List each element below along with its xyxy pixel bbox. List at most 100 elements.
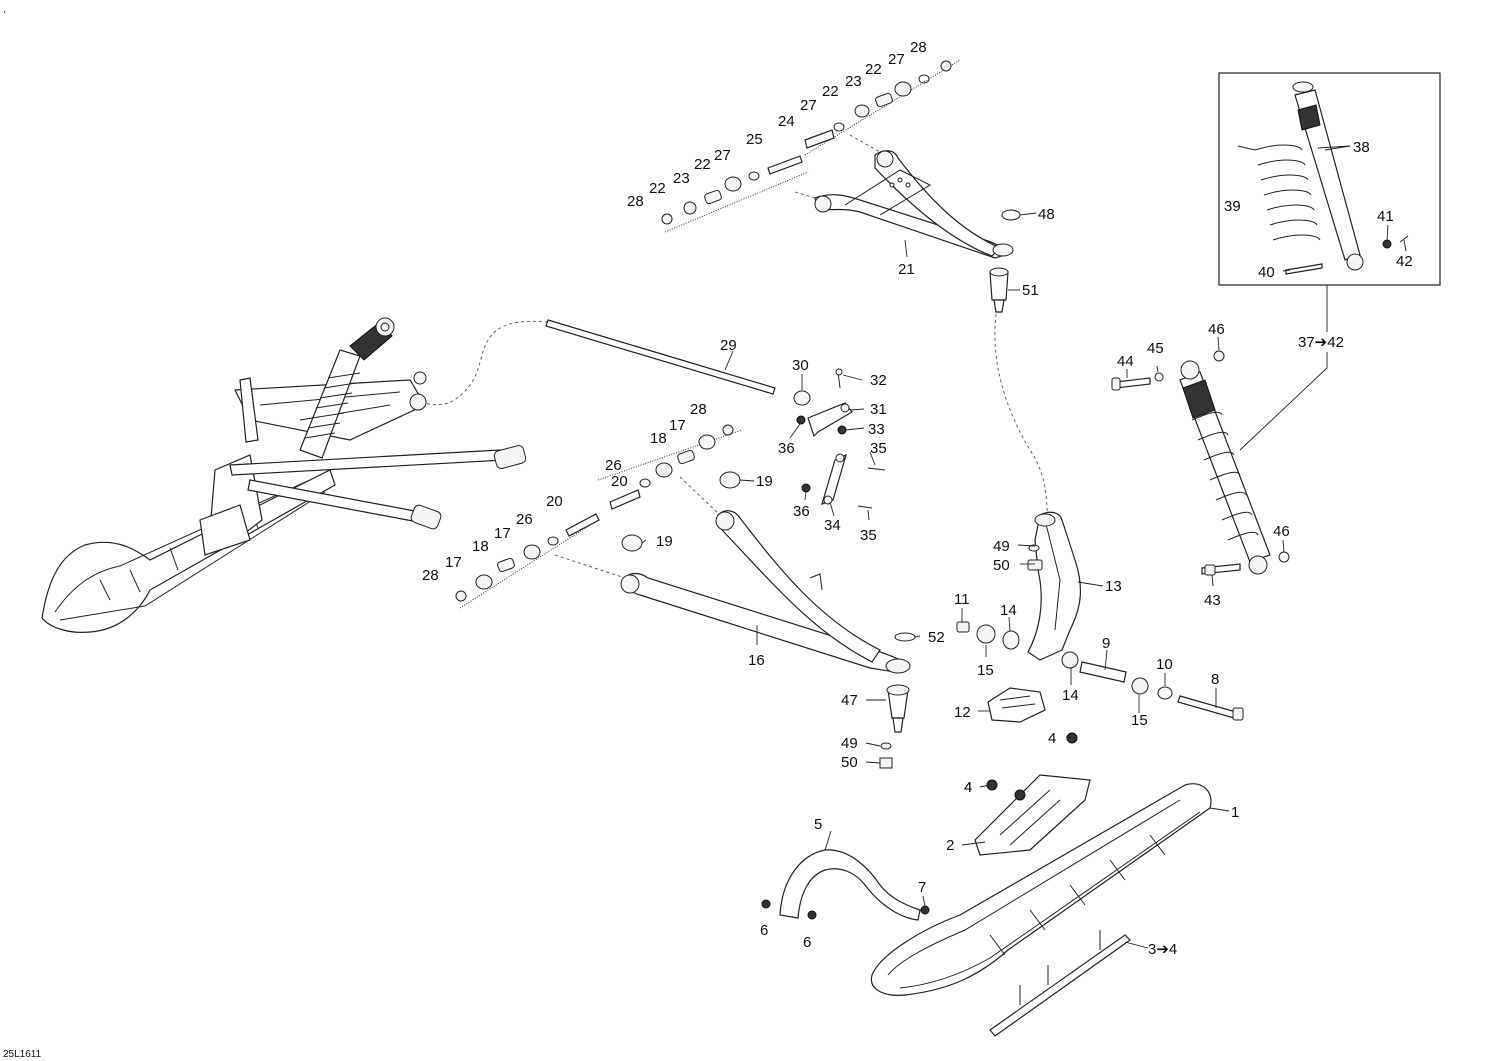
runner [989, 930, 1131, 1037]
lower-arm-hardware [455, 424, 743, 609]
lower-ball-joint [879, 684, 910, 769]
upper-ball-joint [989, 209, 1021, 313]
ski-bracket [974, 732, 1091, 856]
shock-detail-box [1218, 72, 1441, 286]
callout-38: 38 [1353, 139, 1370, 156]
callout-47: 47 [841, 692, 858, 709]
callout-31: 31 [870, 401, 887, 418]
callout-23-a: 23 [673, 170, 690, 187]
callout-1: 1 [1231, 804, 1239, 821]
callout-45: 45 [1147, 340, 1164, 357]
callout-32: 32 [870, 372, 887, 389]
callout-14-a: 14 [1000, 602, 1017, 619]
callout-50-a: 50 [993, 557, 1010, 574]
callout-17-a: 17 [445, 554, 462, 571]
callout-35-b: 35 [860, 527, 877, 544]
ski-handle [761, 849, 930, 921]
callout-52: 52 [928, 629, 945, 646]
callout-51: 51 [1022, 282, 1039, 299]
callout-labels: 1 2 3➔4 4 4 4 5 6 6 7 8 9 10 11 12 13 14… [422, 39, 1413, 958]
lower-a-arm [620, 510, 916, 674]
spindle [1027, 511, 1081, 661]
callout-3-4: 3➔4 [1148, 941, 1177, 958]
callout-30: 30 [792, 357, 809, 374]
callout-25: 25 [746, 131, 763, 148]
callout-48: 48 [1038, 206, 1055, 223]
callout-4-c: 4 [964, 779, 972, 796]
callout-27-a: 27 [714, 147, 731, 164]
callout-24: 24 [778, 113, 795, 130]
callout-28-c: 28 [422, 567, 439, 584]
upper-a-arm [814, 150, 1014, 259]
sway-bar-linkage [793, 368, 886, 509]
callout-11: 11 [954, 591, 970, 608]
callout-14-b: 14 [1062, 687, 1079, 704]
assembly-guides [419, 134, 1049, 579]
callout-6-a: 6 [760, 922, 768, 939]
callout-42: 42 [1396, 253, 1413, 270]
callout-9: 9 [1102, 635, 1110, 652]
corner-mark: , [3, 4, 6, 15]
leader-lines [641, 145, 1407, 949]
callout-37-42: 37➔42 [1298, 334, 1344, 351]
callout-10: 10 [1156, 656, 1173, 673]
shock-absorber [1111, 350, 1290, 576]
callout-26-a: 26 [516, 511, 533, 528]
callout-27-b: 27 [800, 97, 817, 114]
callout-19-a: 19 [756, 473, 773, 490]
callout-41: 41 [1377, 208, 1394, 225]
callout-36-b: 36 [793, 503, 810, 520]
callout-40: 40 [1258, 264, 1275, 281]
callout-15-a: 15 [977, 662, 994, 679]
callout-15-b: 15 [1131, 712, 1148, 729]
callout-5: 5 [814, 816, 822, 833]
callout-43: 43 [1204, 592, 1221, 609]
drawing-code: 25L1611 [3, 1049, 42, 1060]
callout-22-d: 22 [865, 61, 882, 78]
callout-20-a: 20 [546, 493, 563, 510]
callout-33: 33 [868, 421, 885, 438]
callout-35-a: 35 [870, 440, 887, 457]
callout-44: 44 [1117, 353, 1134, 370]
callout-7: 7 [918, 879, 926, 896]
callout-20-b: 20 [611, 473, 628, 490]
callout-4-b: 4 [964, 779, 972, 796]
ski-bumper [987, 687, 1046, 723]
callout-2: 2 [946, 837, 954, 854]
callout-4-a: 4 [1048, 730, 1056, 747]
callout-17-b: 17 [494, 525, 511, 542]
upper-arm-hardware [661, 59, 961, 233]
callout-28-b: 28 [910, 39, 927, 56]
callout-21: 21 [898, 261, 915, 278]
callout-28-d: 28 [690, 401, 707, 418]
callout-19-b: 19 [656, 533, 673, 550]
callout-17-c: 17 [669, 417, 686, 434]
callout-39: 39 [1224, 198, 1241, 215]
callout-22-a: 22 [649, 180, 666, 197]
callout-23-b: 23 [845, 73, 862, 90]
callout-46-a: 46 [1208, 321, 1225, 338]
callout-27-c: 27 [888, 51, 905, 68]
callout-50-b: 50 [841, 754, 858, 771]
callout-6-b: 6 [803, 934, 811, 951]
assembled-suspension [41, 317, 527, 633]
callout-18-a: 18 [472, 538, 489, 555]
callout-12: 12 [954, 704, 971, 721]
callout-46-b: 46 [1273, 523, 1290, 540]
callout-28-a: 28 [627, 193, 644, 210]
spindle-hardware [956, 621, 1244, 721]
sway-bar [545, 319, 776, 395]
callout-49-b: 49 [841, 735, 858, 752]
callout-13: 13 [1105, 578, 1122, 595]
callout-34: 34 [824, 517, 841, 534]
callout-49-a: 49 [993, 538, 1010, 555]
callout-26-b: 26 [605, 457, 622, 474]
callout-18-b: 18 [650, 430, 667, 447]
callout-36-a: 36 [778, 440, 795, 457]
callout-29: 29 [720, 337, 737, 354]
callout-8: 8 [1211, 671, 1219, 688]
callout-22-c: 22 [822, 83, 839, 100]
callout-16: 16 [748, 652, 765, 669]
callout-22-b: 22 [694, 156, 711, 173]
